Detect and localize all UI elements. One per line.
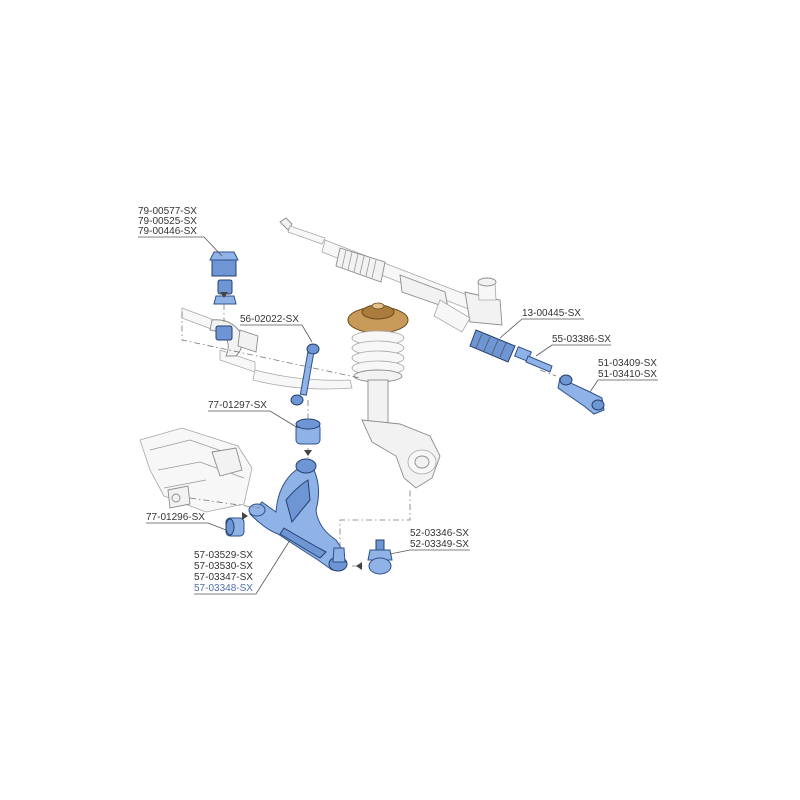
label-group-tie-rod-end: 51-03409-SX 51-03410-SX <box>589 358 658 393</box>
label-group-steering-rack-boot: 13-00445-SX <box>499 308 584 339</box>
stabilizer-link <box>290 343 320 406</box>
ball-joint <box>367 539 393 575</box>
label-group-ball-joint: 52-03346-SX 52-03349-SX <box>389 528 470 555</box>
inner-tie-rod <box>513 346 553 373</box>
steering-rack <box>279 217 503 333</box>
part-number-label: 79-00577-SX <box>138 206 197 217</box>
rear-arm-bushing <box>295 418 321 445</box>
front-arm-bushing <box>225 517 245 537</box>
part-number-label: 52-03346-SX <box>410 528 469 539</box>
subframe <box>139 427 253 513</box>
part-number-label: 51-03409-SX <box>598 358 657 369</box>
part-number-label: 55-03386-SX <box>552 334 611 345</box>
part-number-label: 52-03349-SX <box>410 539 469 550</box>
part-number-label: 57-03529-SX <box>194 550 253 561</box>
part-number-label: 51-03410-SX <box>598 369 657 380</box>
part-number-label: 77-01297-SX <box>208 400 267 411</box>
strut-assembly <box>347 302 441 489</box>
tie-rod-end <box>557 374 605 415</box>
part-number-label-highlighted: 57-03348-SX <box>194 583 253 594</box>
control-arm <box>248 458 348 572</box>
label-group-control-arm: 57-03529-SX 57-03530-SX 57-03347-SX 57-0… <box>194 539 291 595</box>
part-number-label: 79-00525-SX <box>138 216 197 227</box>
label-group-stabilizer-bushing: 79-00577-SX 79-00525-SX 79-00446-SX <box>138 206 223 257</box>
stabilizer-bushing <box>209 251 239 341</box>
label-group-stabilizer-link: 56-02022-SX <box>240 314 313 343</box>
part-number-label: 79-00446-SX <box>138 226 197 237</box>
arrows <box>220 292 362 570</box>
part-number-label: 57-03347-SX <box>194 572 253 583</box>
label-group-inner-tie-rod: 55-03386-SX <box>535 334 611 357</box>
steering-rack-boot <box>469 329 516 363</box>
part-number-label: 13-00445-SX <box>522 308 581 319</box>
part-number-label: 77-01296-SX <box>146 512 205 523</box>
part-number-label: 57-03530-SX <box>194 561 253 572</box>
part-number-label: 56-02022-SX <box>240 314 299 325</box>
label-group-front-arm-bushing: 77-01296-SX <box>146 512 227 531</box>
label-group-rear-arm-bushing: 77-01297-SX <box>208 400 299 429</box>
